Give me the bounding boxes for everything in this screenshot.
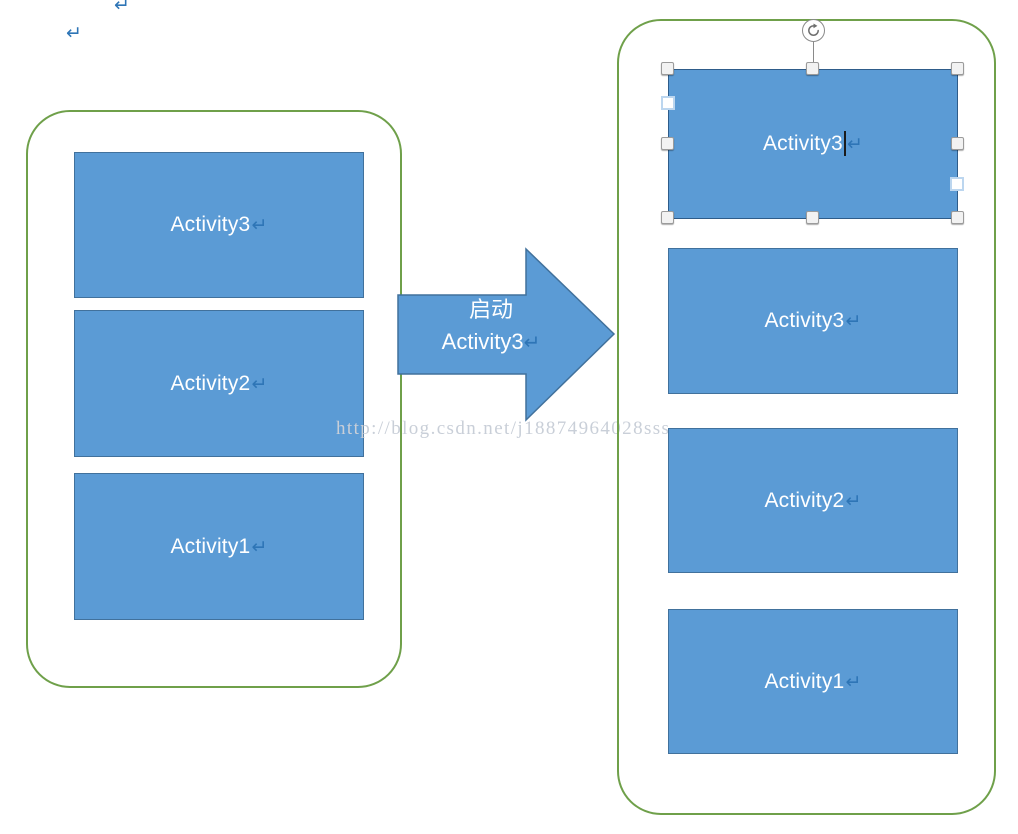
resize-handle-bottom-center[interactable] <box>806 211 819 224</box>
activity-box-right-3[interactable]: Activity2↵ <box>668 428 958 573</box>
paragraph-mark-icon: ↵ <box>66 22 82 44</box>
rotation-stem <box>813 42 814 70</box>
paragraph-mark-icon: ↵ <box>845 670 862 693</box>
paragraph-mark-icon: ↵ <box>251 535 268 558</box>
activity-label: Activity2 <box>764 488 845 512</box>
watermark-text: http://blog.csdn.net/j18874964028sss <box>336 418 671 439</box>
activity-box-right-4[interactable]: Activity1↵ <box>668 609 958 754</box>
paragraph-mark-icon: ↵ <box>114 0 130 16</box>
adjust-handle-right[interactable] <box>950 177 964 191</box>
activity-box-right-2[interactable]: Activity3↵ <box>668 248 958 394</box>
resize-handle-middle-right[interactable] <box>951 137 964 150</box>
activity-label: Activity3 <box>764 309 845 332</box>
paragraph-mark-icon: ↵ <box>845 489 862 512</box>
activity-label: Activity2 <box>170 371 251 395</box>
resize-handle-bottom-left[interactable] <box>661 211 674 224</box>
activity-box-left-3[interactable]: Activity1↵ <box>74 473 364 620</box>
paragraph-mark-icon: ↵ <box>251 372 268 395</box>
activity-box-left-2[interactable]: Activity2↵ <box>74 310 364 457</box>
resize-handle-top-left[interactable] <box>661 62 674 75</box>
paragraph-mark-icon: ↵ <box>846 133 864 155</box>
rotate-icon[interactable] <box>802 19 825 42</box>
paragraph-mark-icon: ↵ <box>845 310 862 332</box>
activity-label: Activity3 <box>170 213 251 236</box>
phone-frame-left[interactable] <box>26 110 402 688</box>
activity-label: Activity1 <box>170 534 251 558</box>
paragraph-mark-icon: ↵ <box>251 214 268 236</box>
activity-box-left-1[interactable]: Activity3↵ <box>74 152 364 298</box>
activity-label: Activity1 <box>764 669 845 693</box>
activity-box-right-1-selected[interactable]: Activity3↵ <box>668 69 958 219</box>
process-arrow[interactable] <box>396 247 616 422</box>
resize-handle-top-right[interactable] <box>951 62 964 75</box>
resize-handle-bottom-right[interactable] <box>951 211 964 224</box>
resize-handle-top-center[interactable] <box>806 62 819 75</box>
activity-label: Activity3 <box>762 132 843 155</box>
adjust-handle-left[interactable] <box>661 96 675 110</box>
text-caret <box>843 130 846 156</box>
resize-handle-middle-left[interactable] <box>661 137 674 150</box>
